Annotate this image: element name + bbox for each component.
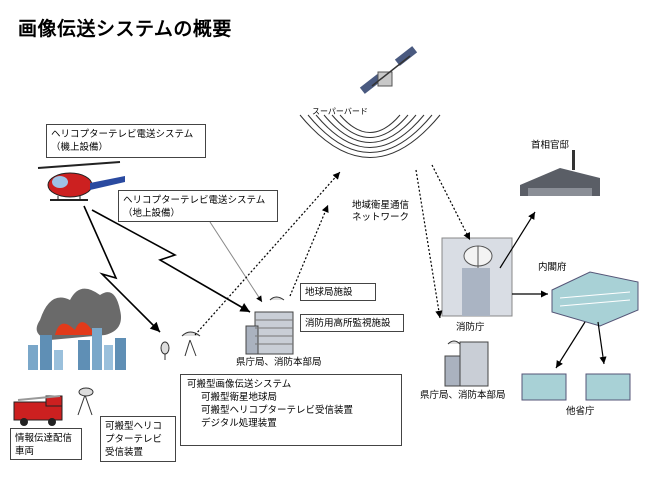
portable-system-box: 可搬型画像伝送システム 可搬型衛星地球局 可搬型ヘリコプターテレビ受信装置 デジ… <box>180 374 402 446</box>
prefectural-office-building <box>245 296 294 355</box>
fdma-label: 消防庁 <box>456 322 485 333</box>
heli-tv-ground-line2: （地上設備） <box>123 208 181 219</box>
helicopter-icon <box>37 161 125 201</box>
satellite-network-line1: 地域衛星通信 <box>352 200 410 211</box>
ministries-label: 他省庁 <box>566 406 595 417</box>
office-to-sat <box>289 204 329 297</box>
sat-to-fdma <box>431 164 471 241</box>
pref-office-label-2: 県庁局、消防本部局 <box>420 390 506 401</box>
cabinet-to-ministry1 <box>555 321 586 369</box>
sat-to-pref2 <box>415 169 443 319</box>
portable-heli-rx-line3: 受信装置 <box>105 447 144 458</box>
portable-line3: 可搬型ヘリコプターテレビ受信装置 <box>201 405 354 416</box>
portable-antenna-icon <box>77 387 94 416</box>
heli-tv-onboard-box: ヘリコプターテレビ電送システム （機上設備） <box>46 124 206 158</box>
fire-monitor-box: 消防用高所監視施設 <box>300 314 404 332</box>
kantei-label: 首相官邸 <box>531 140 570 151</box>
fdma-building <box>441 237 513 317</box>
info-vehicle-line2: 車両 <box>15 446 35 457</box>
cabinet-label: 内閣府 <box>538 262 567 273</box>
kantei-building <box>520 150 600 196</box>
cabinet-to-ministry2 <box>597 321 607 365</box>
ground-pointer <box>209 221 263 303</box>
portable-heli-rx-line2: プターテレビ <box>105 434 163 445</box>
superbird-label: スーパーバード <box>312 107 368 116</box>
earth-station-label: 地球局施設 <box>305 287 353 298</box>
earth-station-box: 地球局施設 <box>300 283 376 301</box>
fdma-to-kantei <box>499 211 536 269</box>
ground-antenna-icon <box>160 331 201 360</box>
heli-tv-ground-line1: ヘリコプターテレビ電送システム <box>123 195 266 206</box>
portable-heli-rx-box: 可搬型ヘリコ プターテレビ 受信装置 <box>100 416 176 462</box>
page-title: 画像伝送システムの概要 <box>18 18 232 40</box>
info-vehicle-box: 情報伝達配信 車両 <box>10 428 82 460</box>
fire-monitor-label: 消防用高所監視施設 <box>305 318 391 329</box>
cabinet-office-building <box>551 271 639 327</box>
heli-link-down <box>83 205 161 333</box>
portable-heli-rx-line1: 可搬型ヘリコ <box>105 421 163 432</box>
heli-tv-ground-box: ヘリコプターテレビ電送システム （地上設備） <box>118 190 278 222</box>
prefectural-office-building-2 <box>444 340 489 387</box>
satellite-network-line2: ネットワーク <box>352 212 410 223</box>
portable-to-sat <box>194 171 341 336</box>
heli-link-office <box>91 209 251 313</box>
portable-line2: 可搬型衛星地球局 <box>201 392 278 403</box>
satellite-network-label: 地域衛星通信 ネットワーク <box>352 200 409 224</box>
portable-line1: 可搬型画像伝送システム <box>187 379 292 390</box>
portable-line4: デジタル処理装置 <box>201 418 277 429</box>
heli-tv-onboard-line2: （機上設備） <box>51 142 109 153</box>
satellite-icon <box>359 46 418 94</box>
info-vehicle-line1: 情報伝達配信 <box>15 433 73 444</box>
fire-truck-icon <box>13 395 63 426</box>
ministries-buildings <box>521 373 631 401</box>
satellite-network-arcs <box>299 114 441 158</box>
disaster-scene-icon <box>28 288 126 370</box>
heli-tv-onboard-line1: ヘリコプターテレビ電送システム <box>51 129 194 140</box>
pref-office-label: 県庁局、消防本部局 <box>236 357 322 368</box>
